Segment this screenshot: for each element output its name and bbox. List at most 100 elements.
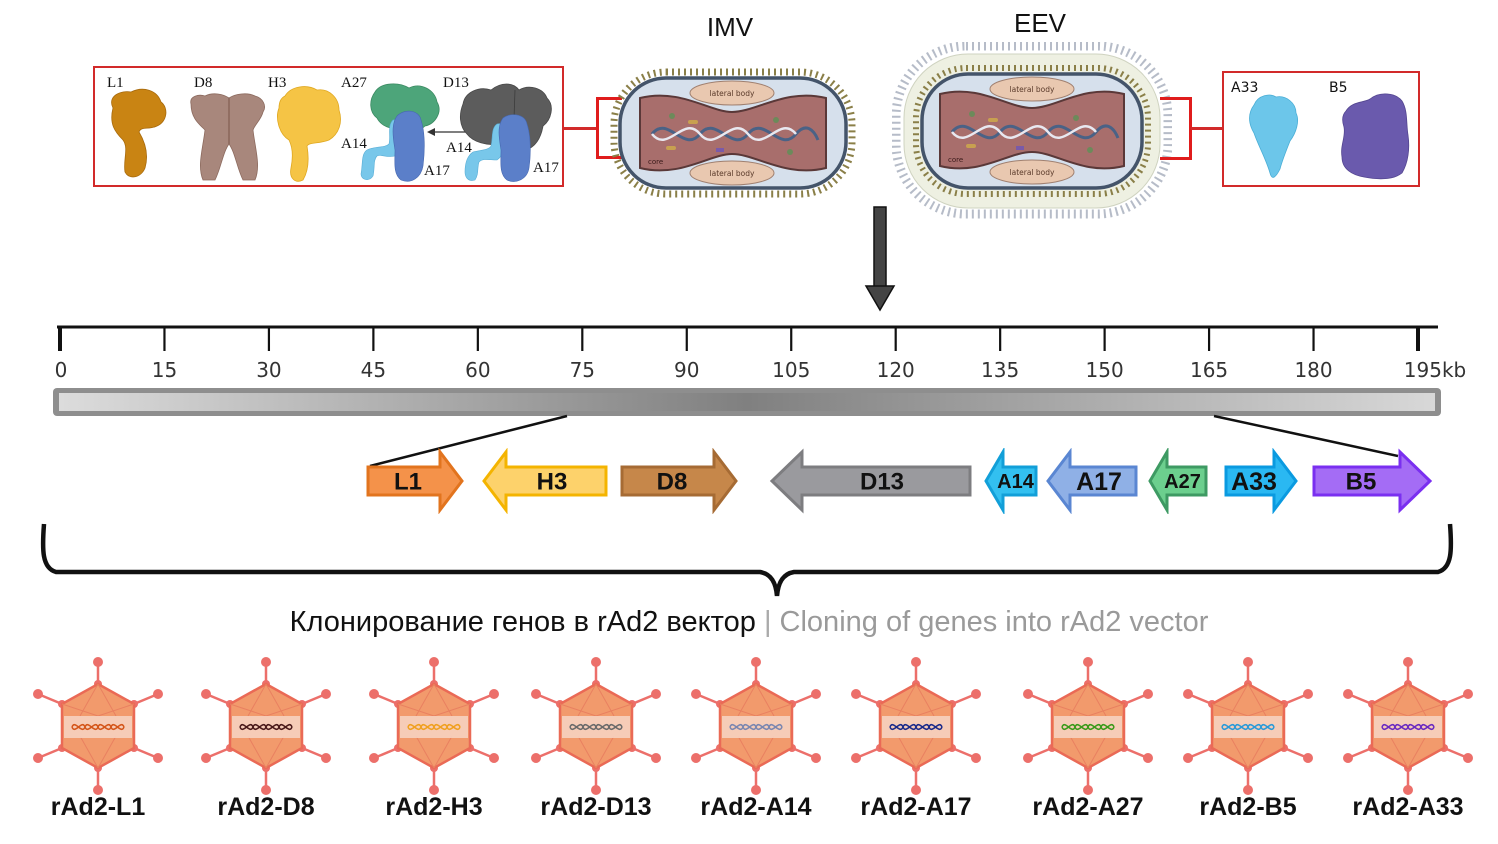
imv-protein-panel: L1 D8 H3 A27 D13 A14 A17 A14 A17 (93, 66, 564, 187)
adenovirus-icon (531, 657, 661, 795)
label-a17-right: A17 (533, 160, 559, 176)
gene-arrow-a27 (1148, 448, 1208, 514)
imv-protein-illustrations (111, 83, 552, 182)
caption-english: Cloning of genes into rAd2 vector (779, 606, 1209, 638)
eev-surface-bracket (1160, 97, 1192, 160)
gene-label-h3: H3 (537, 469, 568, 496)
protein-a33-shape (1249, 94, 1298, 178)
label-d13: D13 (443, 75, 469, 91)
vector-label: rAd2-D13 (540, 793, 652, 821)
label-l1: L1 (107, 75, 124, 91)
genome-scale-ruler (53, 325, 1441, 416)
ruler-tick-label: 60 (465, 358, 491, 382)
adenovirus-icon (851, 657, 981, 795)
cloning-caption: Клонирование генов в rAd2 вектор | Cloni… (0, 606, 1498, 639)
ruler-tick-label: 150 (1085, 358, 1124, 382)
protein-a17-left-shape (392, 110, 425, 182)
down-arrow-icon (864, 206, 896, 312)
gene-label-b5: B5 (1346, 469, 1377, 496)
label-h3: H3 (268, 75, 287, 91)
imv-title: IMV (706, 12, 754, 42)
protein-d8-shape (190, 93, 265, 181)
caption-separator: | (763, 606, 772, 638)
gene-label-a14: A14 (997, 471, 1035, 493)
adenovirus-icon (201, 657, 331, 795)
gene-arrow-b5 (1312, 448, 1433, 514)
zoom-lines (369, 414, 1399, 468)
ruler-tick-label: 30 (256, 358, 282, 382)
vector-label: rAd2-A27 (1032, 793, 1144, 821)
ruler-tick-label: 180 (1294, 358, 1333, 382)
gene-arrow-a33 (1224, 448, 1298, 514)
protein-l1-shape (111, 88, 167, 178)
imv-connector-line (563, 127, 597, 130)
gene-arrow-d8 (620, 448, 738, 514)
vector-label: rAd2-L1 (50, 793, 146, 821)
protein-h3-shape (277, 86, 341, 182)
vector-label: rAd2-A33 (1352, 793, 1464, 821)
ruler-tick-label: 165 (1189, 358, 1229, 382)
ruler-tick-label: 90 (674, 358, 700, 382)
adenovirus-icon (369, 657, 499, 795)
vector-label: rAd2-B5 (1199, 793, 1297, 821)
ruler-tick-label: 105 (772, 358, 811, 382)
label-a14-right: A14 (446, 140, 472, 156)
ruler-tick-label: 15 (151, 358, 178, 382)
imv-core-label: core (648, 158, 663, 166)
gene-arrow-l1 (366, 448, 464, 514)
vector-label: rAd2-A14 (700, 793, 812, 821)
imv-lateral-body-top-label: lateral body (710, 89, 755, 98)
label-d8: D8 (194, 75, 213, 91)
adenovirus-icon (33, 657, 163, 795)
gene-label-a17: A17 (1076, 468, 1122, 496)
genome-bar (59, 393, 1435, 411)
eev-core-label: core (948, 156, 963, 164)
adenovirus-icon (1343, 657, 1473, 795)
protein-a17-right-shape (498, 114, 531, 182)
zoom-line-left (369, 414, 568, 468)
vector-label: rAd2-D8 (217, 793, 315, 821)
ruler-tick-label: 135 (981, 358, 1020, 382)
curly-brace (40, 523, 1454, 597)
gene-label-a33: A33 (1231, 468, 1277, 496)
gene-arrow-d13 (769, 448, 972, 514)
eev-title: EEV (1013, 8, 1067, 38)
protein-b5-shape (1341, 93, 1410, 180)
gene-label-d13: D13 (860, 469, 904, 496)
ruler-tick-label: 75 (569, 358, 596, 382)
protein-a27-shape (370, 83, 440, 132)
eev-protein-illustrations (1249, 93, 1410, 180)
eev-connector-line (1191, 127, 1223, 130)
imv-spikes (610, 68, 856, 198)
ruler-tick-label: 195kb (1403, 358, 1467, 382)
gene-label-d8: D8 (657, 469, 688, 496)
caption-russian: Клонирование генов в rAd2 вектор (289, 606, 756, 638)
adenovirus-icon (1023, 657, 1153, 795)
zoom-line-right (1213, 414, 1399, 458)
gene-arrow-a17 (1046, 448, 1138, 514)
eev-lateral-body-bottom-label: lateral body (1010, 168, 1055, 177)
label-a33: A33 (1231, 80, 1259, 96)
ruler-tick-label: 0 (54, 358, 68, 382)
vector-label: rAd2-A17 (860, 793, 972, 821)
ruler-tick-label: 120 (876, 358, 915, 382)
gene-arrow-h3 (482, 448, 608, 514)
imv-surface-bracket (596, 97, 622, 159)
eev-protein-panel: A33 B5 (1222, 71, 1420, 187)
gene-arrow-a14 (984, 448, 1038, 514)
imv-lateral-body-bottom-label: lateral body (710, 169, 755, 178)
adenovirus-icon (1183, 657, 1313, 795)
label-b5: B5 (1329, 80, 1348, 96)
label-a14-left: A14 (341, 136, 367, 152)
gene-label-a27: A27 (1164, 471, 1201, 493)
ruler-tick-label: 45 (360, 358, 387, 382)
imv-virion-illustration: lateral body lateral body core (610, 68, 856, 198)
gene-map: L1 H3 D8 D13 A14 A17 A27 A33 B5 (366, 448, 1433, 514)
adenovirus-icon (691, 657, 821, 795)
gene-label-l1: L1 (394, 469, 422, 496)
label-a27: A27 (341, 75, 367, 91)
eev-lateral-body-top-label: lateral body (1010, 85, 1055, 94)
eev-virion-illustration: lateral body lateral body core (892, 42, 1172, 219)
vector-label: rAd2-H3 (385, 793, 483, 821)
label-a17-left: A17 (424, 163, 450, 179)
